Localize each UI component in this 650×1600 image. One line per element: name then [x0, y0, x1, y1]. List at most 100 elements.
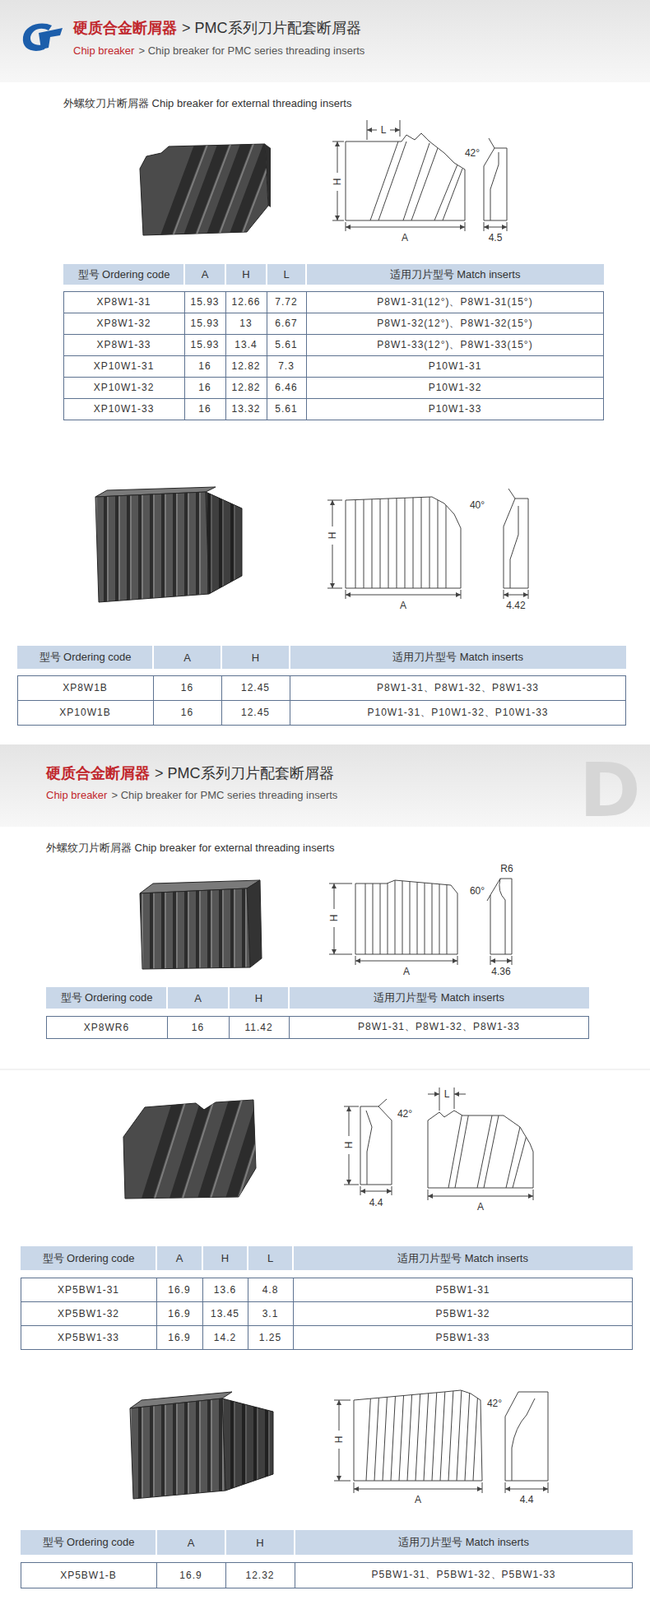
- category-heading-line: 外螺纹刀片断屑器 Chip breaker for external threa…: [63, 95, 352, 112]
- dimension-label: A: [402, 965, 411, 978]
- section-subheading: > Chip breaker for PMC series threading …: [138, 44, 365, 57]
- table-cell: XP8W1-31: [63, 291, 185, 313]
- table-cell: 7.72: [266, 291, 307, 313]
- table-header-cell: 型号 Ordering code: [63, 264, 185, 285]
- table-cell: 6.46: [266, 376, 307, 399]
- dimension-label: L: [443, 1088, 451, 1101]
- table-cell: P5BW1-31: [292, 1277, 633, 1302]
- category-heading: 外螺纹刀片断屑器 Chip breaker for external threa…: [46, 841, 335, 855]
- dimension-label: 4.4: [368, 1197, 385, 1209]
- section-heading: > PMC系列刀片配套断屑器: [154, 765, 335, 782]
- table-cell: 16.9: [156, 1301, 203, 1326]
- dimension-label: A: [399, 599, 408, 612]
- table-cell: XP8W1-32: [63, 312, 185, 335]
- table-cell: 1.25: [247, 1325, 293, 1350]
- table-header-cell: A: [156, 1246, 203, 1271]
- table-cell: 13.45: [202, 1301, 248, 1326]
- table-cell: 7.3: [266, 355, 307, 377]
- table-cell: 12.45: [221, 675, 290, 701]
- table-cell: 13: [225, 312, 267, 335]
- table-cell: P5BW1-31、P5BW1-32、P5BW1-33: [294, 1562, 633, 1588]
- section-heading-line: 硬质合金断屑器> PMC系列刀片配套断屑器: [46, 763, 335, 784]
- table-cell: 11.42: [228, 1016, 289, 1039]
- table-cell: XP5BW1-B: [20, 1562, 157, 1588]
- table-cell: XP5BW1-32: [20, 1301, 157, 1326]
- watermark: D: [579, 747, 641, 834]
- dimension-label: H: [328, 914, 340, 924]
- table-header-cell: H: [202, 1246, 248, 1271]
- table-cell: 5.61: [266, 334, 307, 356]
- table-header-cell: 型号 Ordering code: [20, 1530, 157, 1556]
- table-cell: 16: [167, 1016, 229, 1039]
- table-cell: 16.9: [156, 1277, 203, 1302]
- table-header-cell: 适用刀片型号 Match inserts: [288, 987, 590, 1009]
- section-subheading: > Chip breaker for PMC series threading …: [111, 789, 338, 802]
- dimension-label: R6: [499, 863, 514, 875]
- table-header-cell: H: [225, 264, 267, 285]
- table-cell: P8W1-31(12°)、P8W1-31(15°): [306, 291, 604, 313]
- table-cell: P10W1-32: [306, 376, 604, 399]
- table-cell: XP10W1-32: [63, 376, 185, 399]
- section-subheading: Chip breaker: [46, 789, 107, 802]
- table-cell: XP8W1B: [17, 675, 154, 701]
- table-cell: P10W1-31: [306, 355, 604, 377]
- section-heading: 硬质合金断屑器: [46, 765, 150, 782]
- table-cell: P5BW1-33: [292, 1325, 633, 1350]
- dimension-label: 60°: [468, 885, 486, 897]
- table-cell: XP8WR6: [46, 1016, 168, 1039]
- dimension-label: 42°: [486, 1397, 503, 1410]
- watermark-line: D: [579, 753, 641, 828]
- dimension-label: A: [413, 1494, 423, 1506]
- table-cell: 12.82: [225, 355, 267, 377]
- table-header-cell: A: [167, 987, 229, 1009]
- table-cell: 15.93: [184, 334, 226, 356]
- table-header-cell: H: [221, 645, 290, 669]
- table-header-cell: 适用刀片型号 Match inserts: [289, 645, 627, 669]
- table-cell: 13.6: [202, 1277, 248, 1302]
- dimension-label: 40°: [468, 499, 486, 511]
- table-header-cell: L: [266, 264, 307, 285]
- section-heading: > PMC系列刀片配套断屑器: [181, 19, 362, 37]
- table-cell: XP10W1-33: [63, 398, 185, 420]
- category-heading-line: 外螺纹刀片断屑器 Chip breaker for external threa…: [46, 840, 335, 856]
- table-header-cell: 适用刀片型号 Match inserts: [294, 1530, 633, 1556]
- table-cell: 16: [184, 376, 226, 399]
- table-cell: 16: [184, 355, 226, 377]
- table-cell: 12.82: [225, 376, 267, 399]
- table-cell: 12.45: [221, 700, 290, 725]
- table-cell: 13.32: [225, 398, 267, 420]
- category-heading: 外螺纹刀片断屑器 Chip breaker for external threa…: [63, 97, 352, 110]
- table-header-cell: L: [247, 1246, 293, 1271]
- table-cell: P10W1-33: [306, 398, 604, 420]
- table-cell: P8W1-32(12°)、P8W1-32(15°): [306, 312, 604, 335]
- table-header-cell: A: [184, 264, 226, 285]
- dimension-label: 42°: [464, 147, 481, 159]
- table-cell: P8W1-31、P8W1-32、P8W1-33: [288, 1016, 590, 1039]
- table-cell: P8W1-31、P8W1-32、P8W1-33: [289, 675, 627, 701]
- table-header-cell: 适用刀片型号 Match inserts: [292, 1246, 633, 1271]
- table-cell: 6.67: [266, 312, 307, 335]
- table-cell: 3.1: [247, 1301, 293, 1326]
- dimension-label: 4.42: [505, 599, 526, 612]
- dimension-label: H: [333, 1435, 345, 1445]
- table-cell: P10W1-31、P10W1-32、P10W1-33: [289, 700, 627, 725]
- table-cell: 16.9: [156, 1562, 226, 1588]
- table-cell: 12.32: [225, 1562, 295, 1588]
- dimension-label: 42°: [396, 1108, 414, 1120]
- dimension-label: L: [380, 124, 388, 136]
- table-header-cell: 型号 Ordering code: [20, 1246, 157, 1271]
- table-cell: 12.66: [225, 291, 267, 313]
- table-cell: 14.2: [202, 1325, 248, 1350]
- dimension-label: 4.5: [487, 232, 504, 244]
- table-cell: XP8W1-33: [63, 334, 185, 356]
- section-subheading-line: Chip breaker > Chip breaker for PMC serie…: [46, 787, 338, 803]
- dimension-label: A: [476, 1201, 485, 1213]
- table-cell: P5BW1-32: [292, 1301, 633, 1326]
- dimension-label: A: [400, 232, 409, 244]
- table-header-cell: 适用刀片型号 Match inserts: [306, 264, 604, 285]
- dimension-label: 4.4: [519, 1494, 535, 1506]
- table-header-cell: 型号 Ordering code: [46, 987, 168, 1009]
- table-cell: 15.93: [184, 291, 226, 313]
- section-heading: 硬质合金断屑器: [73, 19, 177, 37]
